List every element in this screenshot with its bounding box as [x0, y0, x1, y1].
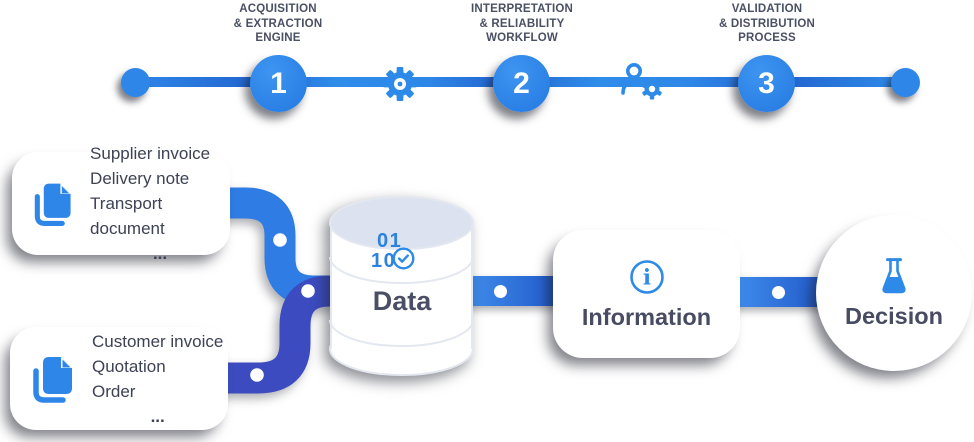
source-box-text: Customer invoice Quotation Order ... — [92, 329, 223, 429]
step1-label-line3: ENGINE — [255, 32, 301, 44]
timeline-start-dot — [121, 68, 150, 97]
information-node-label: Information — [581, 303, 712, 330]
binary-icon: 01 10 — [371, 230, 403, 271]
step1-label-line2: & EXTRACTION — [233, 17, 323, 30]
source-box-customer: Customer invoice Quotation Order ... — [10, 327, 228, 430]
flask-icon — [882, 258, 906, 294]
source-box-text: Supplier invoice Delivery note Transport… — [90, 141, 230, 266]
user-gear-icon — [619, 60, 671, 113]
source-item: Transport document — [90, 194, 165, 238]
step3-number: 3 — [758, 66, 775, 100]
flow-dot — [494, 284, 507, 298]
step2-label-line2: & RELIABILITY — [479, 17, 565, 30]
decision-node-label: Decision — [845, 303, 943, 329]
step1-label-line1: ACQUISITION — [239, 3, 317, 15]
step2-number: 2 — [513, 66, 530, 100]
data-node-label: Data — [372, 286, 432, 316]
step2-label: INTERPRETATION & RELIABILITY WORKFLOW — [437, 2, 607, 46]
check-circle-icon — [392, 247, 415, 270]
step1-label: ACQUISITION & EXTRACTION ENGINE — [193, 2, 363, 46]
source-item: Delivery note — [90, 169, 190, 188]
flow-dot — [772, 285, 785, 299]
step3-label-line1: VALIDATION — [731, 3, 803, 15]
step2-label-line1: INTERPRETATION — [470, 3, 574, 15]
documents-icon — [33, 356, 72, 403]
step3-label-line2: & DISTRIBUTION — [718, 17, 816, 30]
information-node: i Information — [553, 230, 740, 358]
step1-circle: 1 — [250, 55, 307, 112]
connector-data-information — [466, 276, 562, 306]
data-cylinder — [329, 196, 474, 376]
svg-text:i: i — [643, 264, 651, 289]
source-item: Quotation — [92, 356, 166, 376]
step3-label: VALIDATION & DISTRIBUTION PROCESS — [682, 2, 852, 46]
source-item-ellipsis: ... — [150, 406, 165, 426]
connector-bottom-source — [220, 275, 340, 394]
connector-information-decision — [733, 277, 827, 307]
source-item: Customer invoice — [92, 331, 224, 351]
binary-top-line: 01 — [377, 230, 403, 252]
timeline-end-dot — [891, 68, 920, 97]
gear-icon — [378, 62, 422, 111]
step2-circle: 2 — [493, 55, 550, 112]
decision-node: Decision — [816, 215, 972, 371]
step3-circle: 3 — [738, 55, 795, 112]
flow-dot — [273, 233, 287, 247]
source-box-supplier: Supplier invoice Delivery note Transport… — [12, 144, 230, 263]
flow-dot — [301, 284, 315, 298]
flow-dot — [250, 368, 264, 382]
source-item: Order — [92, 381, 136, 401]
info-icon: i — [629, 259, 664, 294]
source-item: Supplier invoice — [90, 144, 211, 163]
step3-label-line3: PROCESS — [738, 32, 796, 44]
step1-number: 1 — [270, 66, 287, 100]
binary-bottom-line: 10 — [371, 250, 397, 272]
step2-label-line3: WORKFLOW — [486, 32, 558, 44]
source-item-ellipsis: ... — [152, 244, 168, 263]
documents-icon — [34, 183, 71, 226]
